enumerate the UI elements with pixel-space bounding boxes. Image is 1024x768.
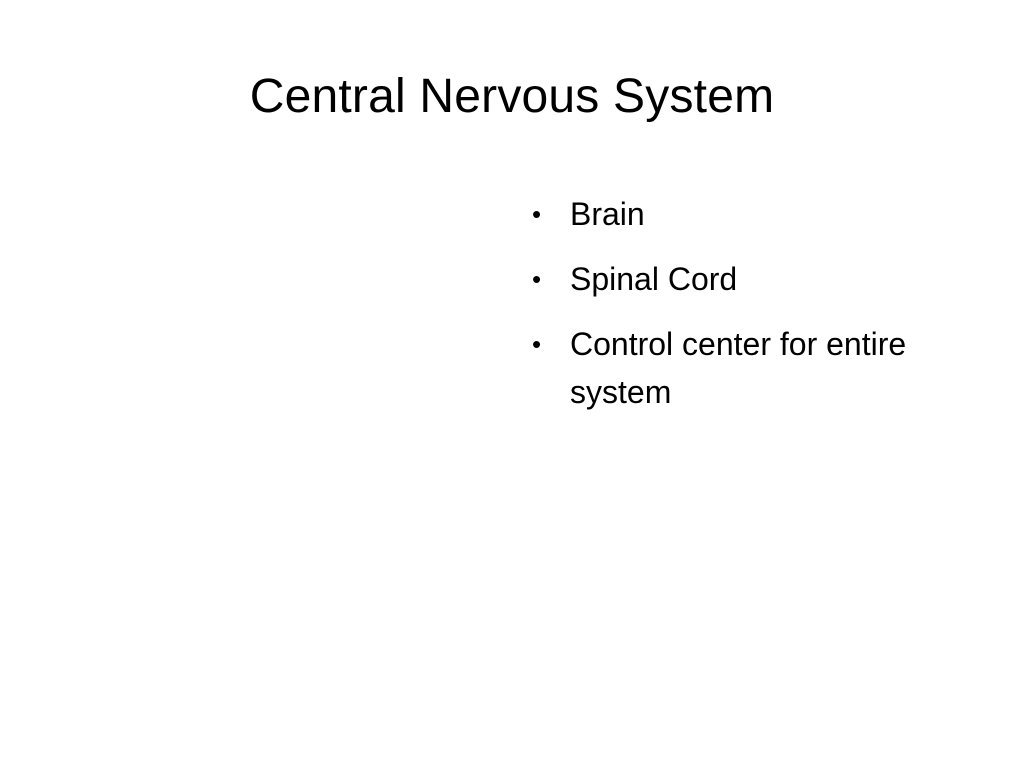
slide-title: Central Nervous System [249, 70, 775, 123]
bullet-icon: • [532, 199, 542, 229]
bullet-list: • Brain • Spinal Cord • Control center f… [530, 190, 970, 433]
bullet-text: Control center for entire system [570, 326, 907, 410]
bullet-text: Spinal Cord [570, 261, 738, 297]
left-content-placeholder [51, 180, 501, 686]
bullet-item-control-center: • Control center for entire system [530, 320, 970, 416]
bullet-icon: • [532, 329, 542, 359]
bullet-text: Brain [570, 196, 645, 232]
bullet-icon: • [532, 264, 542, 294]
bullet-item-brain: • Brain [530, 190, 970, 238]
bullet-item-spinal-cord: • Spinal Cord [530, 255, 970, 303]
